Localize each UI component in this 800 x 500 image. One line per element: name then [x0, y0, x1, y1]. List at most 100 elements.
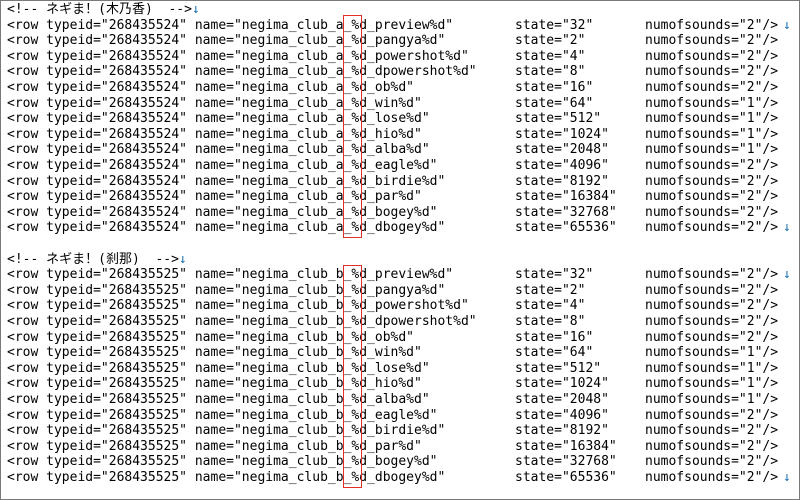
row-prefix: <row typeid="268435524" name="negima_clu… [7, 48, 336, 64]
numofsounds-attr: numofsounds="1"/> [645, 95, 779, 111]
code-row-line: <row typeid="268435525" name="negima_clu… [7, 423, 778, 439]
club-key: a [335, 17, 344, 33]
row-prefix: <row typeid="268435525" name="negima_clu… [7, 454, 336, 470]
state-attr: state="1024" [515, 126, 609, 142]
row-name-suffix: _%d_pangya%d" [343, 282, 446, 298]
row-name-suffix: _%d_birdie%d" [343, 423, 446, 439]
row-prefix: <row typeid="268435525" name="negima_clu… [7, 423, 336, 439]
club-key: b [335, 282, 344, 298]
row-prefix: <row typeid="268435525" name="negima_clu… [7, 392, 336, 407]
numofsounds-attr: numofsounds="2"/> [645, 189, 779, 205]
row-prefix: <row typeid="268435525" name="negima_clu… [7, 298, 336, 314]
row-prefix: <row typeid="268435524" name="negima_clu… [7, 220, 336, 236]
club-key: b [335, 298, 344, 314]
state-attr: state="2048" [515, 142, 609, 158]
line-return-icon: ↓ [783, 220, 791, 236]
code-row-line: <row typeid="268435525" name="negima_clu… [7, 392, 778, 408]
numofsounds-attr: numofsounds="2"/> [645, 470, 779, 485]
code-row-line: <row typeid="268435524" name="negima_clu… [7, 158, 778, 174]
row-prefix: <row typeid="268435524" name="negima_clu… [7, 33, 336, 49]
row-name-suffix: _%d_birdie%d" [343, 173, 446, 189]
state-attr: state="64" [515, 345, 594, 361]
code-row-line: <row typeid="268435525" name="negima_clu… [7, 298, 778, 314]
row-prefix: <row typeid="268435525" name="negima_clu… [7, 345, 336, 361]
numofsounds-attr: numofsounds="2"/> [645, 64, 779, 80]
numofsounds-attr: numofsounds="2"/> [645, 220, 779, 236]
club-key: a [335, 220, 344, 236]
row-name-suffix: _%d_ob%d" [343, 329, 415, 345]
code-row-line: <row typeid="268435524" name="negima_clu… [7, 33, 778, 49]
comment-text: <!-- ネギま！(刹那) --> [7, 251, 179, 267]
numofsounds-attr: numofsounds="2"/> [645, 282, 779, 298]
row-prefix: <row typeid="268435524" name="negima_clu… [7, 95, 336, 111]
row-name-suffix: _%d_dpowershot%d" [343, 314, 477, 329]
state-attr: state="64" [515, 95, 594, 111]
state-attr: state="32768" [515, 204, 617, 220]
state-attr: state="8" [515, 314, 586, 329]
club-key: b [335, 329, 344, 345]
club-key: b [335, 407, 344, 423]
state-attr: state="8192" [515, 173, 609, 189]
row-prefix: <row typeid="268435525" name="negima_clu… [7, 314, 336, 329]
state-attr: state="32" [515, 267, 594, 283]
state-attr: state="16" [515, 80, 594, 95]
numofsounds-attr: numofsounds="2"/> [645, 423, 779, 439]
row-prefix: <row typeid="268435525" name="negima_clu… [7, 470, 336, 485]
state-attr: state="32768" [515, 454, 617, 470]
numofsounds-attr: numofsounds="2"/> [645, 80, 779, 95]
code-row-line: <row typeid="268435525" name="negima_clu… [7, 267, 791, 283]
state-attr: state="512" [515, 111, 602, 127]
row-prefix: <row typeid="268435524" name="negima_clu… [7, 80, 336, 95]
line-return-icon: ↓ [191, 2, 200, 17]
state-attr: state="4096" [515, 407, 609, 423]
row-name-suffix: _%d_lose%d" [343, 111, 430, 127]
state-attr: state="8" [515, 64, 586, 80]
numofsounds-attr: numofsounds="1"/> [645, 345, 779, 361]
numofsounds-attr: numofsounds="2"/> [645, 267, 779, 283]
code-row-line: <row typeid="268435524" name="negima_clu… [7, 111, 778, 127]
numofsounds-attr: numofsounds="2"/> [645, 407, 779, 423]
numofsounds-attr: numofsounds="1"/> [645, 376, 779, 392]
numofsounds-attr: numofsounds="1"/> [645, 392, 779, 407]
row-name-suffix: _%d_lose%d" [343, 360, 430, 376]
row-name-suffix: _%d_powershot%d" [343, 298, 469, 314]
row-name-suffix: _%d_eagle%d" [343, 407, 438, 423]
numofsounds-attr: numofsounds="2"/> [645, 438, 779, 454]
row-name-suffix: _%d_win%d" [343, 345, 422, 361]
state-attr: state="2" [515, 33, 586, 49]
code-row-line: <row typeid="268435524" name="negima_clu… [7, 17, 791, 34]
state-attr: state="65536" [515, 220, 617, 236]
club-key: b [335, 345, 344, 361]
numofsounds-attr: numofsounds="2"/> [645, 314, 779, 329]
code-row-line: <row typeid="268435525" name="negima_clu… [7, 345, 778, 361]
state-attr: state="4096" [515, 158, 609, 173]
row-name-suffix: _%d_powershot%d" [343, 48, 469, 64]
numofsounds-attr: numofsounds="2"/> [645, 48, 779, 64]
club-key: b [335, 392, 344, 407]
row-name-suffix: _%d_preview%d" [343, 17, 454, 33]
line-return-icon: ↓ [783, 267, 791, 283]
club-key: b [335, 423, 344, 439]
club-key: a [335, 48, 344, 64]
club-key: b [335, 360, 344, 376]
row-name-suffix: _%d_alba%d" [343, 392, 430, 407]
row-prefix: <row typeid="268435525" name="negima_clu… [7, 376, 336, 392]
row-name-suffix: _%d_bogey%d" [343, 454, 438, 470]
code-row-line: <row typeid="268435525" name="negima_clu… [7, 329, 778, 346]
code-row-line: <row typeid="268435524" name="negima_clu… [7, 173, 778, 190]
row-prefix: <row typeid="268435524" name="negima_clu… [7, 173, 336, 189]
row-name-suffix: _%d_bogey%d" [343, 204, 438, 220]
row-name-suffix: _%d_par%d" [343, 189, 422, 205]
row-prefix: <row typeid="268435524" name="negima_clu… [7, 189, 336, 205]
row-name-suffix: _%d_win%d" [343, 95, 422, 111]
row-prefix: <row typeid="268435525" name="negima_clu… [7, 267, 336, 283]
numofsounds-attr: numofsounds="2"/> [645, 454, 779, 470]
numofsounds-attr: numofsounds="1"/> [645, 360, 779, 376]
state-attr: state="512" [515, 360, 602, 376]
code-row-line: <row typeid="268435524" name="negima_clu… [7, 48, 778, 65]
code-row-line: <row typeid="268435524" name="negima_clu… [7, 95, 778, 112]
club-key: a [335, 95, 344, 111]
numofsounds-attr: numofsounds="1"/> [645, 111, 779, 127]
code-row-line: <row typeid="268435525" name="negima_clu… [7, 407, 778, 424]
